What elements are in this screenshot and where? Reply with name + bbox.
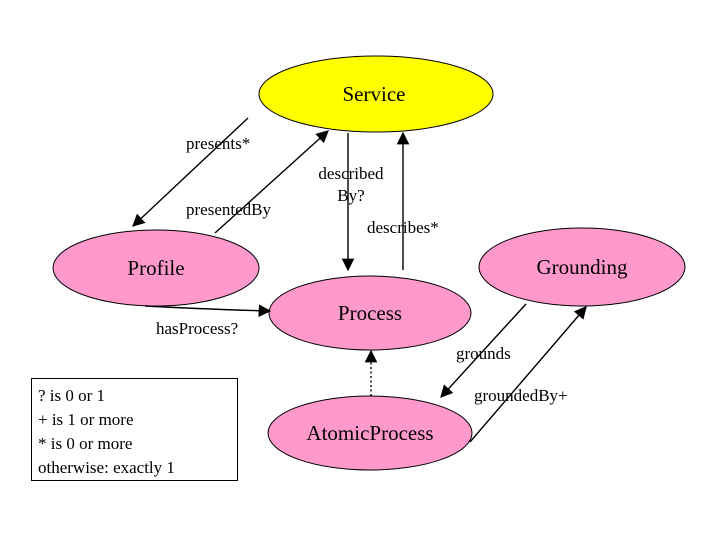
process-node: Process: [268, 275, 472, 351]
atomic-process-label: AtomicProcess: [306, 421, 433, 445]
described-by-label-line1: described: [318, 164, 384, 183]
grounding-label: Grounding: [537, 255, 628, 279]
grounds-arrow: [440, 303, 527, 398]
grounding-node: Grounding: [478, 227, 686, 307]
legend-line: + is 1 or more: [38, 410, 134, 429]
grounding-ellipse: [478, 227, 686, 307]
profile-node: Profile: [52, 229, 260, 307]
process-label: Process: [338, 301, 402, 325]
service-ellipse: [258, 55, 494, 133]
has-process-arrow: [144, 304, 272, 317]
atomic-process-node: AtomicProcess: [267, 395, 473, 471]
describes-label: describes*: [367, 218, 439, 237]
grounded-by-label: groundedBy+: [474, 386, 568, 405]
profile-label: Profile: [127, 256, 184, 280]
service-label: Service: [343, 82, 406, 106]
service-node: Service: [258, 55, 494, 133]
grounded-by-arrow: [469, 306, 587, 443]
grounds-label: grounds: [456, 344, 511, 363]
legend-line: * is 0 or more: [38, 434, 133, 453]
atomic-process-ellipse: [267, 395, 473, 471]
legend-line: ? is 0 or 1: [38, 386, 106, 405]
cardinality-legend: ? is 0 or 1 + is 1 or more * is 0 or mor…: [31, 378, 238, 481]
has-process-label: hasProcess?: [156, 319, 238, 338]
described-by-label-line2: By?: [337, 186, 364, 205]
presents-arrow: [132, 117, 249, 227]
presented-by-arrow: [214, 130, 329, 234]
presented-by-label: presentedBy: [186, 200, 271, 219]
presents-label: presents*: [186, 134, 250, 153]
legend-line: otherwise: exactly 1: [38, 458, 175, 477]
